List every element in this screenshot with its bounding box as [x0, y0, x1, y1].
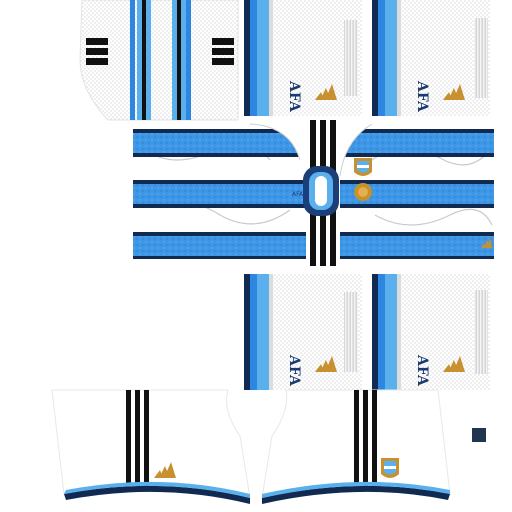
blue-bands-left [133, 129, 306, 259]
afa-crest-icon [354, 158, 372, 176]
afa-monogram-icon: AFA [414, 80, 430, 113]
shirt-front-lower: AFA [244, 274, 362, 390]
three-stripes-logo-icon [154, 462, 176, 478]
color-swatch-square [472, 428, 486, 442]
afa-monogram-icon: AFA [286, 354, 302, 387]
shorts-right-leg [261, 389, 451, 504]
shirt-back-upper: AFA [372, 0, 490, 116]
shorts-left-leg [51, 389, 251, 504]
collar-piece [303, 166, 339, 216]
three-stripes-logo-icon [481, 237, 492, 248]
three-stripes-logo-icon [443, 84, 465, 100]
afa-crest-icon [381, 458, 399, 478]
blue-bands-right [340, 129, 494, 259]
afa-monogram-icon: AFA [286, 80, 302, 113]
champion-badge-icon [354, 183, 372, 201]
sleeve-left [79, 0, 239, 121]
three-stripes-logo-icon [443, 356, 465, 372]
afa-monogram-small: AFA [292, 191, 304, 198]
shirt-back-lower: AFA [372, 274, 490, 390]
afa-monogram-icon: AFA [414, 354, 430, 387]
shirt-body-main: AFA [133, 120, 494, 266]
three-stripes-logo-icon [315, 356, 337, 372]
three-stripes-logo-icon [315, 84, 337, 100]
shirt-front-upper: AFA [244, 0, 362, 116]
